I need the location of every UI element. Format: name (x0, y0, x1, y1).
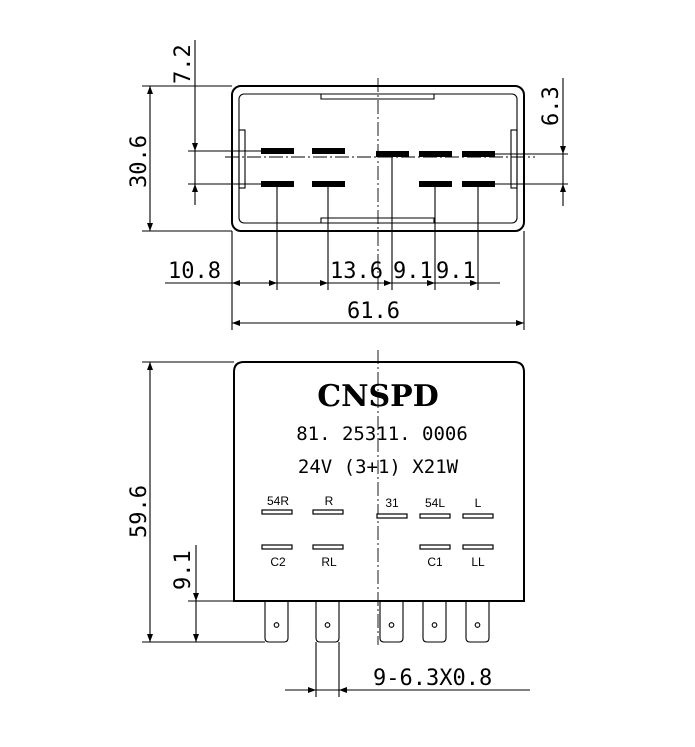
dim-30-6-text: 30.6 (127, 135, 152, 188)
front-view: CNSPD 81. 25311. 0006 24V (3+1) X21W 54R… (127, 350, 530, 697)
front-housing (233, 361, 525, 602)
dim-9-1-arrow-top (193, 593, 199, 601)
dim-chain-arrow-4 (384, 280, 392, 286)
pin-mark-c1 (419, 544, 451, 550)
pin-mark-l (462, 513, 494, 519)
dim-61-6-arrow-left (232, 320, 240, 326)
pin-label-54r: 54R (267, 494, 289, 508)
top-view: 7.2 30.6 6.3 10.8 13.6 9.1 9.1 (127, 40, 568, 330)
dim-9-1-text: 9.1 (171, 550, 196, 590)
pin-mark-c2 (261, 544, 293, 550)
bottom-notch (320, 217, 435, 223)
dim-chain-arrow-2 (269, 280, 277, 286)
brand-logo: CNSPD (317, 379, 439, 414)
top-notch (320, 94, 435, 100)
terminal-4 (422, 601, 447, 643)
dim-6-3-arrow-a (560, 146, 566, 154)
pin-label-ll: LL (471, 555, 485, 569)
dim-61-6-text: 61.6 (347, 299, 400, 324)
pin-54r (261, 148, 294, 154)
dim-chain-arrow-6 (470, 280, 478, 286)
pin-label-54l: 54L (425, 496, 445, 510)
pin-l (462, 151, 495, 157)
left-side-tab (238, 129, 246, 189)
dim-7-2-arrow-a (192, 143, 198, 151)
pin-label-r: R (325, 494, 334, 508)
dim-6-3-text: 6.3 (539, 86, 564, 126)
terminal-1 (264, 601, 289, 643)
dim-9-1-a-text: 9.1 (393, 259, 433, 284)
pin-mark-rl (312, 544, 344, 550)
dim-7-2-text: 7.2 (171, 44, 196, 84)
dim-61-6-arrow-right (516, 320, 524, 326)
pin-r (312, 148, 345, 154)
pin-label-rl: RL (321, 555, 337, 569)
pin-label-c1: C1 (427, 555, 443, 569)
dim-59-6-text: 59.6 (127, 485, 152, 538)
terminal-3 (379, 601, 404, 643)
dim-9-1-arrow-bottom (193, 634, 199, 642)
right-side-tab (510, 129, 518, 189)
pin-54l (419, 151, 452, 157)
pin-label-31: 31 (385, 496, 399, 510)
pin-mark-ll (462, 544, 494, 550)
part-number: 81. 25311. 0006 (296, 423, 468, 445)
dim-9-1-b-text: 9.1 (436, 259, 476, 284)
dim-10-8-text: 10.8 (168, 259, 221, 284)
dim-6-3-arrow-b (560, 184, 566, 192)
dim-13-6-text: 13.6 (330, 259, 383, 284)
terminal-2 (315, 601, 340, 643)
dim-chain-arrow-5 (427, 280, 435, 286)
dim-30-6-arrow-top (147, 86, 153, 94)
dim-chain-arrow-3 (320, 280, 328, 286)
dim-30-6-arrow-bottom (147, 223, 153, 231)
terminals-spec-text: 9-6.3X0.8 (373, 666, 492, 691)
pin-mark-54r (261, 509, 293, 515)
dim-term-arrow-left (308, 687, 316, 693)
dim-59-6-arrow-top (147, 362, 153, 370)
pin-31 (376, 151, 409, 157)
pin-label-l: L (475, 496, 482, 510)
dim-chain-arrow-1 (232, 280, 240, 286)
pin-mark-54l (419, 513, 451, 519)
dim-7-2-arrow-b (192, 184, 198, 192)
dim-term-arrow-right (339, 687, 347, 693)
terminal-5 (465, 601, 490, 643)
pin-label-c2: C2 (270, 555, 286, 569)
dim-59-6-arrow-bottom (147, 634, 153, 642)
pin-mark-31 (376, 513, 408, 519)
pin-mark-r (312, 509, 344, 515)
spec-text: 24V (3+1) X21W (298, 456, 459, 478)
